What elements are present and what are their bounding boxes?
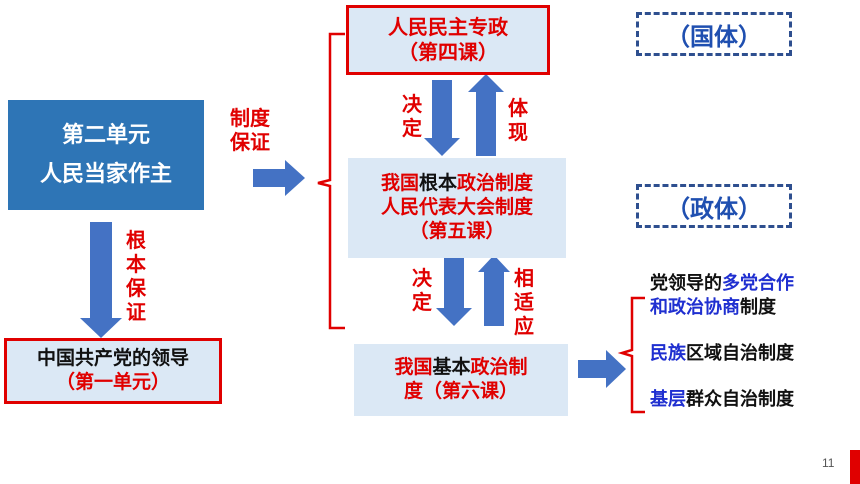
fundamental-guarantee-char: 证 (126, 300, 146, 324)
arrow-down-fundamental (80, 222, 122, 338)
fundamental-prefix: 我国 (380, 172, 419, 195)
bracket-list (617, 296, 645, 414)
list-item-highlight: 民族 (650, 343, 686, 364)
gov-system-text: （政体） (666, 194, 762, 223)
embody-char: 现 (508, 120, 528, 144)
party-unit: （第一单元） (55, 371, 170, 393)
system-guarantee-char: 制 (230, 106, 250, 130)
arrow-up-adapt (478, 255, 510, 326)
decide-char: 决 (412, 266, 432, 290)
decide-label-1: 决 定 (402, 92, 422, 140)
list-item-highlight: 多党合作 (722, 273, 794, 294)
fundamental-guarantee-char: 本 (126, 252, 146, 276)
basic-system-list: 党领导的多党合作 和政治协商制度 民族区域自治制度 基层群众自治制度 (650, 272, 855, 412)
adapt-char: 应 (514, 314, 534, 338)
dictatorship-lesson: （第四课） (398, 40, 498, 64)
page-number: 11 (822, 456, 835, 470)
list-item-text: 区域自治制度 (686, 343, 794, 364)
dictatorship-box: 人民民主专政 （第四课） (346, 5, 550, 75)
list-item-highlight: 和政治协商 (650, 297, 740, 318)
party-title: 中国共产党的领导 (36, 347, 189, 370)
list-item: 党领导的多党合作 和政治协商制度 (650, 272, 855, 320)
arrow-right-basic (578, 350, 626, 388)
basic-system-title: 我国基本政治制 (394, 356, 527, 380)
list-item: 民族区域自治制度 (650, 342, 855, 366)
arrow-down-decide-1 (424, 80, 460, 156)
gov-system-label: （政体） (636, 184, 792, 228)
system-guarantee-char: 保 (230, 130, 250, 154)
adapt-label: 相 适 应 (514, 266, 534, 338)
basic-prefix: 我国 (394, 356, 433, 379)
list-item-text: 制度 (740, 297, 776, 318)
list-item-text: 群众自治制度 (686, 389, 794, 410)
corner-accent-bar (850, 450, 860, 484)
system-guarantee-char: 证 (250, 130, 270, 154)
bracket-main (317, 32, 345, 330)
party-box: 中国共产党的领导 （第一单元） (4, 338, 222, 404)
fundamental-keyword: 根本 (418, 172, 457, 195)
list-item-text: 党领导的 (650, 273, 722, 294)
embody-label: 体 现 (508, 96, 528, 144)
unit2-box: 第二单元 人民当家作主 (8, 100, 204, 210)
fundamental-suffix: 政治制度 (457, 172, 534, 195)
state-system-label: （国体） (636, 12, 792, 56)
adapt-char: 适 (514, 290, 534, 314)
fundamental-system-box: 我国根本政治制度 人民代表大会制度 （第五课） (348, 158, 566, 258)
list-item-highlight: 基层 (650, 389, 686, 410)
arrow-up-embody (468, 74, 504, 156)
basic-suffix: 政治制 (470, 356, 528, 379)
unit2-title: 第二单元 (61, 122, 150, 148)
system-guarantee-char: 度 (250, 106, 270, 130)
fundamental-guarantee-label: 根 本 保 证 (126, 228, 146, 324)
npc-system: 人民代表大会制度 (380, 196, 533, 219)
arrow-down-decide-2 (436, 258, 472, 326)
adapt-char: 相 (514, 266, 534, 290)
fundamental-guarantee-char: 根 (126, 228, 146, 252)
basic-system-box: 我国基本政治制 度（第六课） (354, 344, 568, 416)
fundamental-guarantee-char: 保 (126, 276, 146, 300)
state-system-text: （国体） (666, 22, 762, 51)
basic-keyword: 基本 (432, 356, 471, 379)
dictatorship-title: 人民民主专政 (388, 15, 508, 39)
system-guarantee-label: 制度 保证 (222, 106, 278, 154)
fundamental-system-title: 我国根本政治制度 (381, 172, 533, 196)
arrow-right-guarantee (253, 160, 305, 196)
decide-label-2: 决 定 (412, 266, 432, 314)
fundamental-lesson: （第五课） (409, 219, 505, 242)
basic-lesson: 度（第六课） (403, 380, 518, 402)
decide-char: 定 (412, 290, 432, 314)
embody-char: 体 (508, 96, 528, 120)
decide-char: 定 (402, 116, 422, 140)
unit2-subtitle: 人民当家作主 (39, 162, 172, 187)
decide-char: 决 (402, 92, 422, 116)
list-item: 基层群众自治制度 (650, 388, 855, 412)
